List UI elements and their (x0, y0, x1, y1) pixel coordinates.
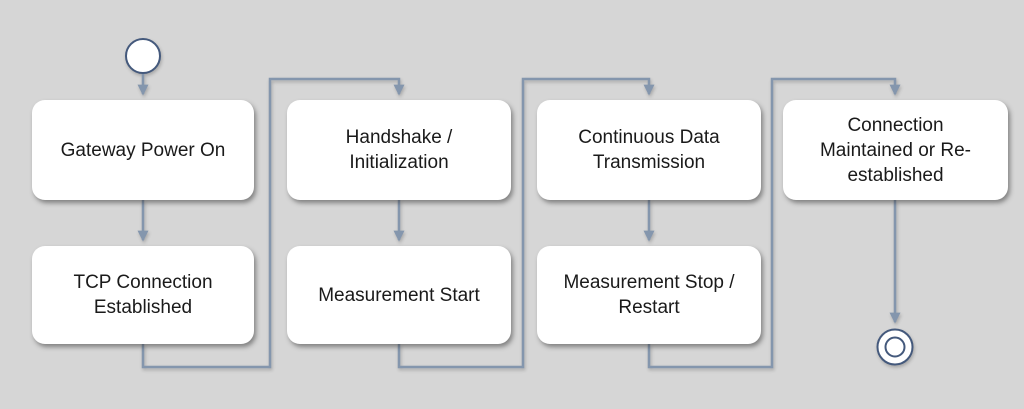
flow-node-measurement-start: Measurement Start (287, 246, 511, 344)
flow-node-label: Connection Maintained or Re- established (819, 114, 972, 186)
connector-tcp-to-handshake (141, 77, 405, 369)
start-node-icon (125, 38, 161, 74)
flow-node-continuous-data-transmission: Continuous Data Transmission (537, 100, 761, 200)
connector-measurement-start-to-continuous-data (397, 77, 655, 369)
flow-node-label: Measurement Stop / Restart (563, 272, 735, 318)
flow-node-label: Measurement Start (318, 284, 480, 306)
flow-node-label: Gateway Power On (60, 139, 226, 161)
flow-node-label: TCP Connection Established (73, 272, 213, 318)
flow-node-connection-maintained: Connection Maintained or Re- established (783, 100, 1008, 200)
flow-node-label: Continuous Data Transmission (578, 127, 720, 173)
flow-node-tcp-connection-established: TCP Connection Established (32, 246, 254, 344)
flow-node-label: Handshake / Initialization (345, 127, 453, 173)
flow-node-handshake-initialization: Handshake / Initialization (287, 100, 511, 200)
flow-node-measurement-stop-restart: Measurement Stop / Restart (537, 246, 761, 344)
end-node-icon (876, 328, 914, 366)
flow-node-gateway-power-on: Gateway Power On (32, 100, 254, 200)
connector-measurement-stop-to-connection-maintained (647, 77, 901, 369)
